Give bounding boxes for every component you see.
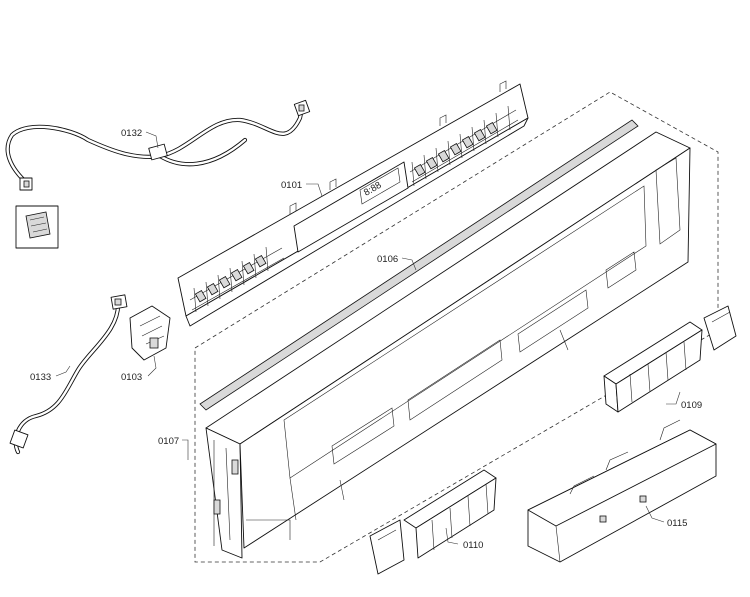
label-0133: 0133	[30, 372, 51, 383]
part-0106-top-strip	[199, 119, 639, 411]
part-0101-control-module: 8:88	[177, 80, 529, 327]
label-0103: 0103	[121, 372, 142, 383]
callout-leaders	[55, 131, 681, 545]
label-0109: 0109	[681, 400, 702, 411]
part-0109-clip	[603, 305, 737, 413]
label-0106: 0106	[377, 254, 398, 265]
part-0115-cover	[527, 419, 717, 563]
label-0110: 0110	[463, 540, 483, 551]
label-0101: 0101	[281, 180, 302, 191]
part-0133-cable	[9, 294, 128, 455]
part-0132-cable-harness	[5, 99, 311, 191]
label-0115: 0115	[667, 518, 687, 529]
label-0132: 0132	[121, 128, 142, 139]
loose-connector-part	[15, 205, 59, 249]
label-0107: 0107	[158, 436, 179, 447]
part-0103-switch-bracket	[129, 305, 171, 361]
assembly-boundary	[194, 91, 719, 563]
part-0110-clip	[369, 469, 497, 575]
part-0107-front-panel	[205, 131, 691, 559]
